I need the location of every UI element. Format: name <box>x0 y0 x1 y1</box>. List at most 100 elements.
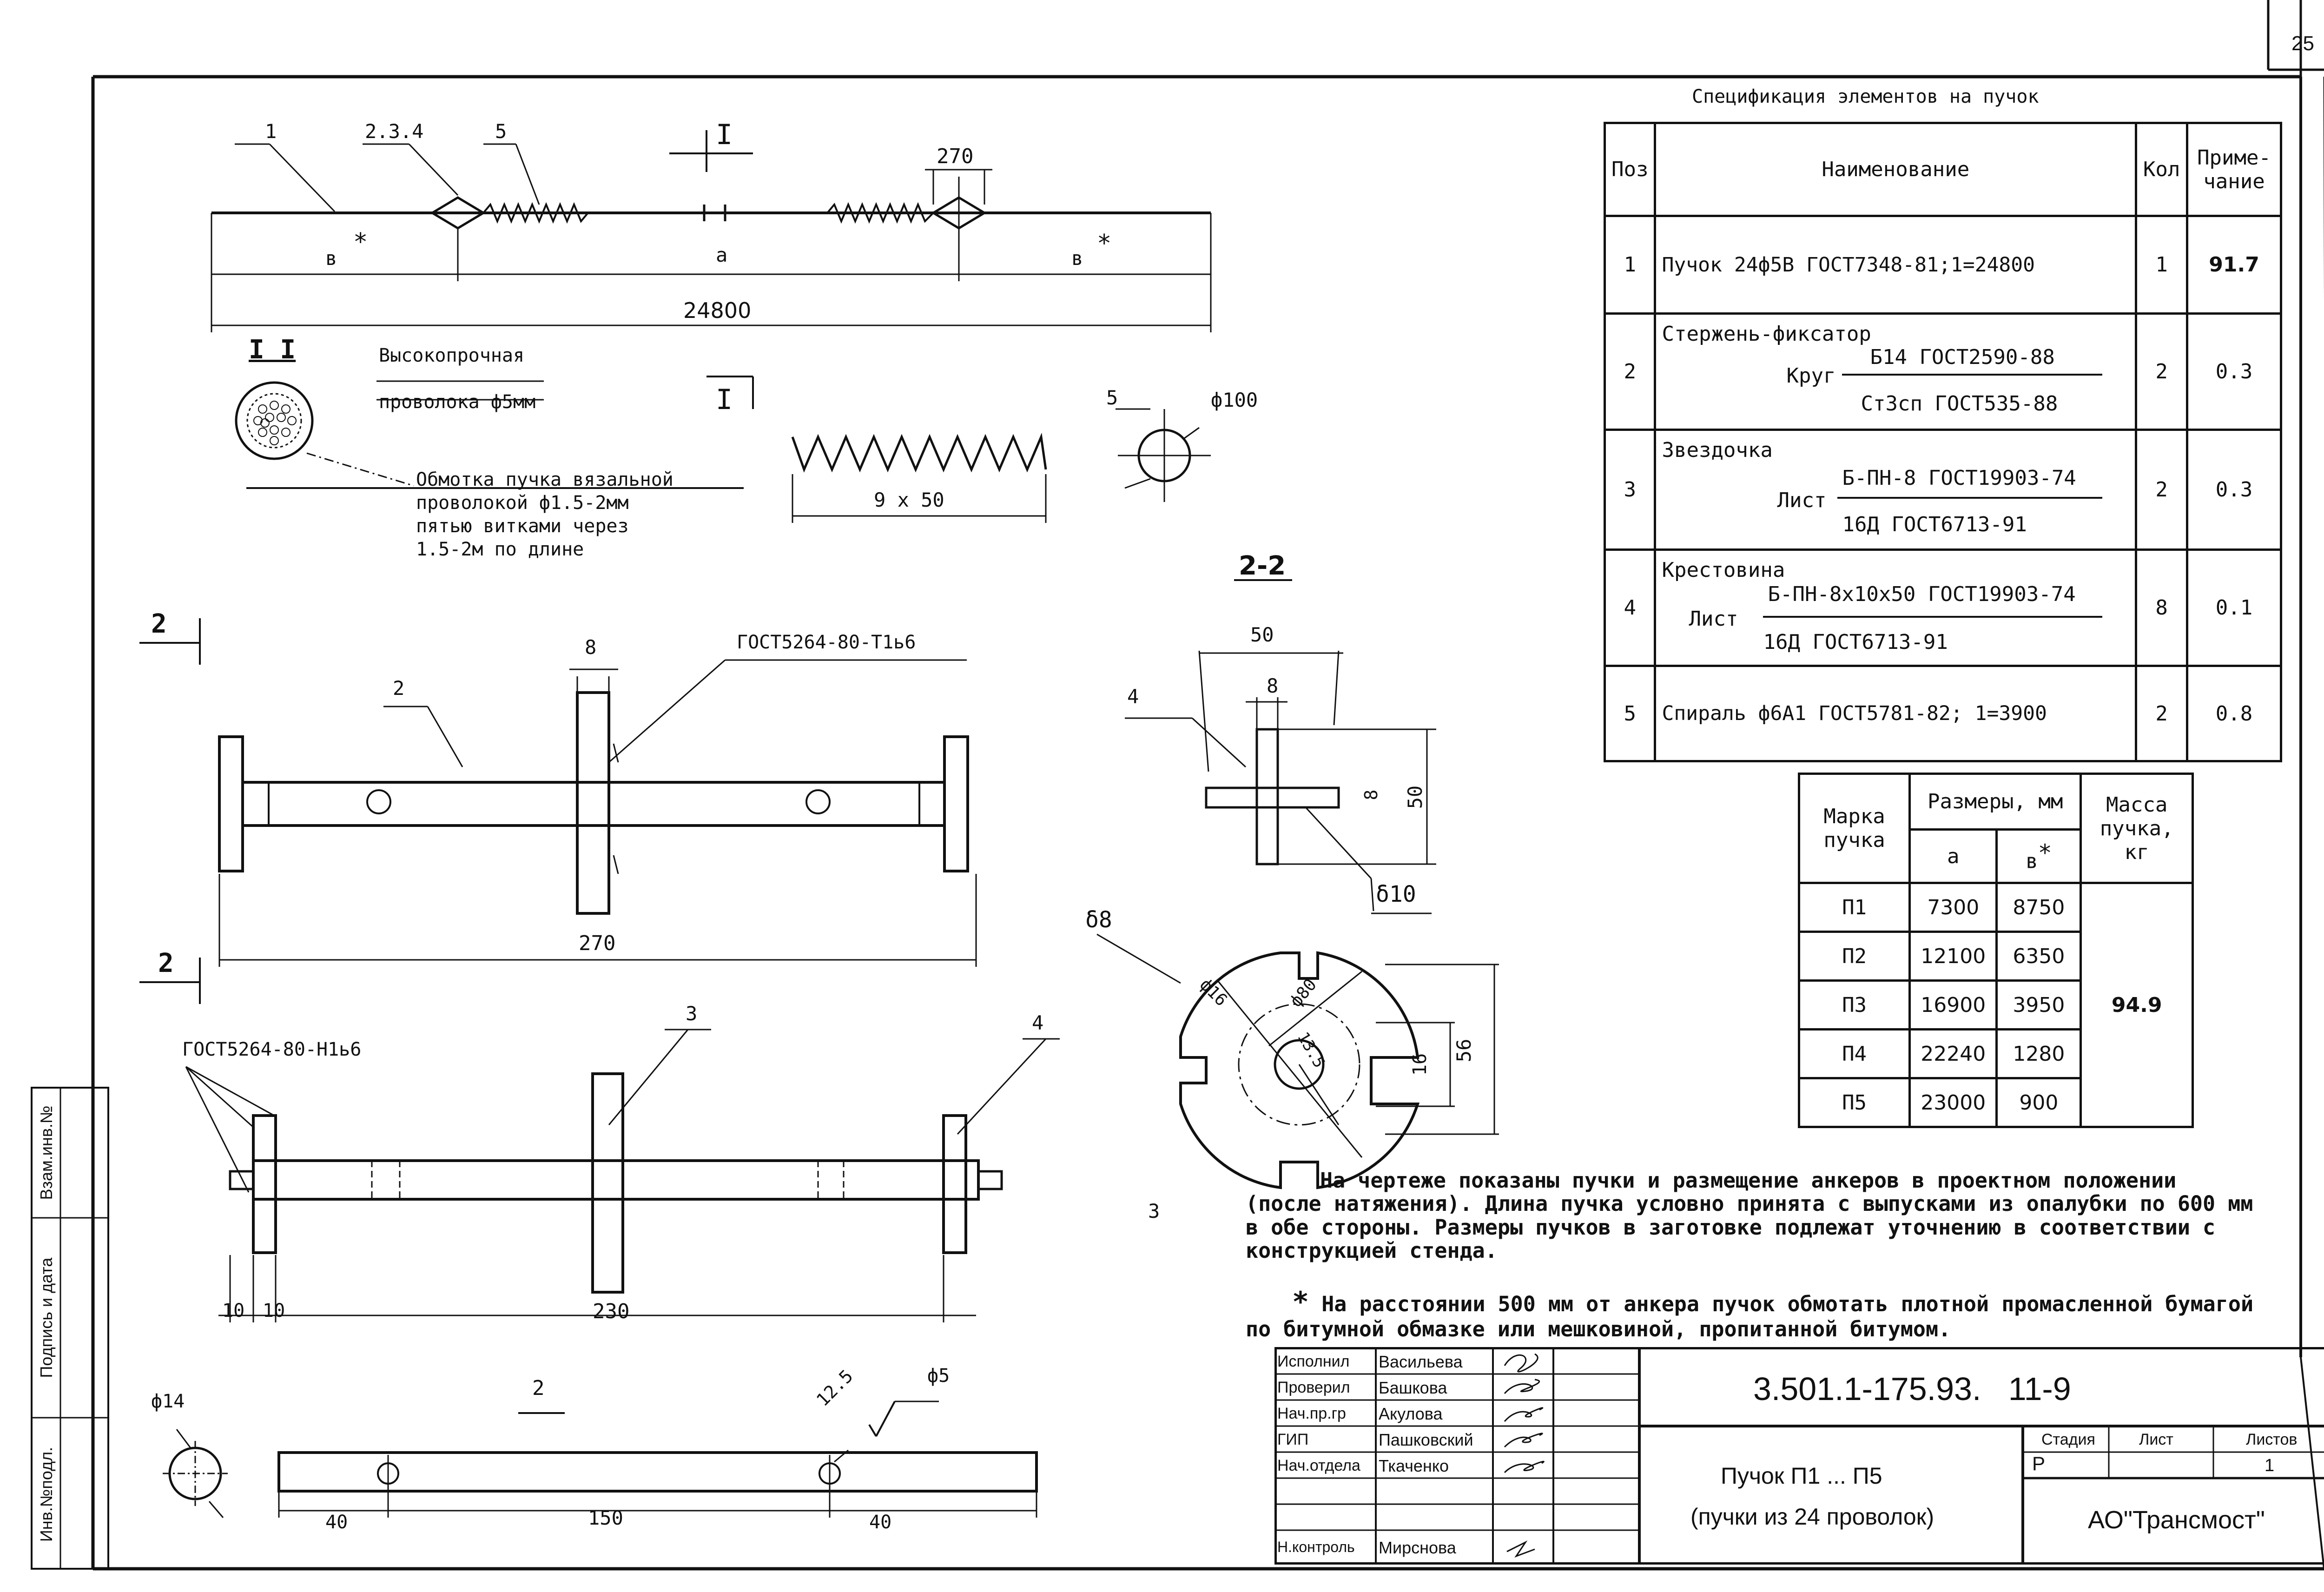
dim-b-right: в <box>1071 247 1083 270</box>
title-block-grid <box>1274 1347 2324 1565</box>
weld-bottom-label: ГОСТ5264-80-Н1ь6 <box>182 1039 362 1060</box>
side-stamp-inv: Инв.№подл. <box>37 1447 56 1542</box>
name-1: Башкова <box>1379 1378 1447 1397</box>
leader-label-4-cross: 4 <box>1127 685 1139 708</box>
doc-title-2: (пучки из 24 проволок) <box>1690 1504 1934 1530</box>
spec-cell: 4 <box>1603 548 1657 667</box>
wire-label: Высокопрочная <box>379 345 525 366</box>
mass-cell: 22240 <box>1908 1028 1998 1079</box>
mass-h-b: в* <box>1995 828 2082 884</box>
spec-h-name: Наименование <box>1654 122 2138 217</box>
wrap-note-2: проволокой ф1.5-2мм <box>416 492 629 514</box>
spec-h-qty: Кол <box>2135 122 2189 217</box>
spec-cell-complex: Стержень-фиксатор Круг Б14 ГОСТ2590-88 С… <box>1654 312 2138 431</box>
spec-line: Лист <box>1689 607 1738 631</box>
spec-cell: 5 <box>1603 665 1657 762</box>
section-mark-2-top: 2 <box>151 609 167 639</box>
mass-row: П2 12100 6350 <box>1797 931 2193 982</box>
mass-cell: П3 <box>1797 979 1911 1031</box>
dim-8-cross: 8 <box>1267 674 1279 697</box>
leader-label-234: 2.3.4 <box>365 120 424 143</box>
spec-cell: 2 <box>2135 312 2189 431</box>
fraction-bar <box>1842 374 2103 376</box>
role-7: Н.контроль <box>1277 1539 1355 1555</box>
mass-h-b-text: в <box>2026 849 2038 873</box>
dim-total: 24800 <box>683 298 752 323</box>
dim-230: 230 <box>593 1300 630 1323</box>
mass-cell: П5 <box>1797 1077 1911 1128</box>
spec-cell: 0.8 <box>2186 665 2282 762</box>
leader-label-1: 1 <box>265 120 277 143</box>
dim-16: 16 <box>1409 1053 1431 1076</box>
phi14-label: ф14 <box>151 1391 185 1412</box>
mass-table: Марка пучка Размеры, мм Масса пучка, кг … <box>1797 773 2194 1128</box>
dim-50-side: 50 <box>1404 785 1426 809</box>
mass-cell: 12100 <box>1908 931 1998 982</box>
leader-label-5-spiral: 5 <box>1106 386 1118 409</box>
dim-10a: 10 <box>222 1300 245 1321</box>
note-paragraph-2: * На расстоянии 500 мм от анкера пучок о… <box>1246 1286 2259 1341</box>
mass-cell: 16900 <box>1908 979 1998 1031</box>
wrap-note-4: 1.5-2м по длине <box>416 539 584 560</box>
dim-8-rod: 8 <box>585 636 597 659</box>
leader-label-3: 3 <box>686 1002 698 1025</box>
mass-cell-total: 94.9 <box>2080 882 2194 1128</box>
spec-line: Стержень-фиксатор <box>1662 322 1871 346</box>
spec-row: 5 Спираль ф6А1 ГОСТ5781-82; 1=3900 2 0.8 <box>1603 665 2282 762</box>
role-2: Нач.пр.гр <box>1277 1405 1346 1422</box>
mass-row: П5 23000 900 <box>1797 1077 2193 1128</box>
spec-cell: 2 <box>1603 312 1657 431</box>
spec-cell-complex: Крестовина Лист Б-ПН-8х10х50 ГОСТ19903-7… <box>1654 548 2138 667</box>
dim-270-top: 270 <box>937 145 974 168</box>
spec-cell: Спираль ф6А1 ГОСТ5781-82; 1=3900 <box>1654 665 2138 762</box>
spec-line: Лист <box>1777 489 1827 512</box>
mass-cell: П4 <box>1797 1028 1911 1079</box>
dim-40a: 40 <box>325 1512 348 1533</box>
section-mark-bottom: I <box>716 383 733 416</box>
mass-cell: П2 <box>1797 931 1911 982</box>
wrap-note-1: Обмотка пучка вязальной <box>416 469 673 490</box>
spec-line: 16Д ГОСТ6713-91 <box>1763 630 1948 654</box>
dim-40b: 40 <box>869 1512 892 1533</box>
organization: АО"Трансмост" <box>2088 1506 2265 1534</box>
mass-row: П3 16900 3950 <box>1797 979 2193 1031</box>
mass-h-mass: Масса пучка, кг <box>2080 773 2194 884</box>
name-3: Пашковский <box>1379 1430 1473 1449</box>
name-0: Васильева <box>1379 1352 1463 1371</box>
spec-cell: 3 <box>1603 429 1657 551</box>
spec-cell: 0.3 <box>2186 429 2282 551</box>
spec-cell: 1 <box>2135 215 2189 315</box>
spec-line: Круг <box>1786 364 1836 388</box>
spec-table: Поз Наименование Кол Приме- чание 1 Пучо… <box>1603 122 2282 762</box>
spec-line: Б14 ГОСТ2590-88 <box>1870 345 2055 369</box>
weld-top-label: ГОСТ5264-80-Т1ь6 <box>737 632 916 653</box>
spec-line: 16Д ГОСТ6713-91 <box>1842 513 2027 536</box>
sheets-value: 1 <box>2265 1456 2275 1475</box>
role-4: Нач.отдела <box>1277 1457 1360 1474</box>
section-mark-top: I <box>716 119 733 151</box>
spec-cell: Пучок 24ф5В ГОСТ7348-81;1=24800 <box>1654 215 2138 315</box>
spec-cell: 2 <box>2135 429 2189 551</box>
leader-label-2-rod: 2 <box>393 677 405 700</box>
spec-cell: 0.1 <box>2186 548 2282 667</box>
spec-cell-complex: Звездочка Лист Б-ПН-8 ГОСТ19903-74 16Д Г… <box>1654 429 2138 551</box>
sheet-header: Лист <box>2139 1431 2173 1448</box>
spiral-dim: 9 x 50 <box>874 489 944 511</box>
mass-cell: 6350 <box>1995 931 2082 982</box>
mass-row: П4 22240 1280 <box>1797 1028 2193 1079</box>
spec-line: Звездочка <box>1662 438 1773 462</box>
stage-value: Р <box>2032 1453 2046 1474</box>
spec-line: Б-ПН-8 ГОСТ19903-74 <box>1842 466 2076 490</box>
mass-h-star: * <box>2038 839 2052 866</box>
role-1: Проверил <box>1277 1379 1350 1396</box>
spec-line: Ст3сп ГОСТ535-88 <box>1861 392 2058 416</box>
mass-h-dims: Размеры, мм <box>1908 773 2082 831</box>
spec-row: 4 Крестовина Лист Б-ПН-8х10х50 ГОСТ19903… <box>1603 548 2282 667</box>
fraction-bar <box>1837 497 2103 499</box>
star-left: * <box>353 228 368 256</box>
thickness-10: δ10 <box>1376 881 1416 907</box>
mass-h-mark: Марка пучка <box>1797 773 1911 884</box>
wrap-note-3: пятью витками через <box>416 515 629 537</box>
section-22-label: 2-2 <box>1239 551 1286 581</box>
